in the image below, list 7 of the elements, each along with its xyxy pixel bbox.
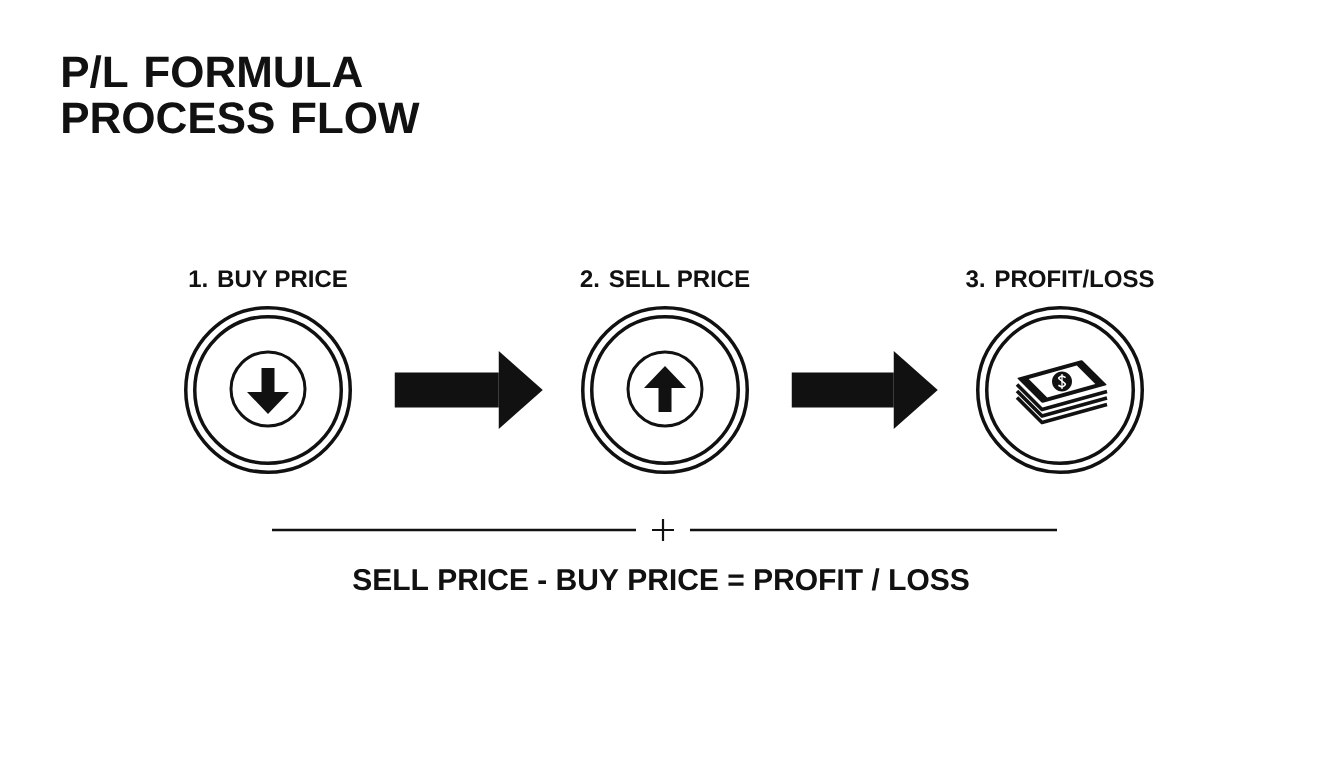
step-label: 3. PROFIT/LOSS <box>966 269 1154 288</box>
block-arrow <box>791 351 938 429</box>
step-label: 1. BUY PRICE <box>189 270 347 288</box>
diagram-title: P/L FORMULA PROCESS FLOW <box>63 55 420 134</box>
formula-text: SELL PRICE - BUY PRICE = PROFIT / LOSS <box>353 568 969 591</box>
block-arrow <box>394 351 543 429</box>
step-label: 2. SELL PRICE <box>580 270 750 288</box>
